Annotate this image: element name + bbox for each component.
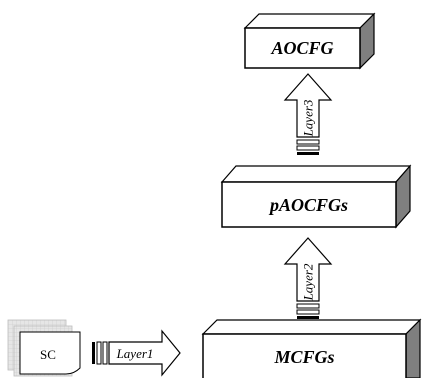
arrow-layer3: Layer3: [283, 73, 333, 155]
document-sc-front-page: [19, 331, 81, 375]
arrow-layer2-tail-stripe-3: [297, 316, 319, 319]
arrow-layer1: Layer1: [92, 329, 181, 377]
box-aocfg-top-face: [243, 13, 376, 29]
arrow-layer2-tail-stripe-2: [296, 309, 320, 315]
arrow-layer3-body: [283, 73, 333, 138]
document-sc-label: SC: [40, 347, 56, 362]
arrow-layer3-tail-stripe-3: [297, 152, 319, 155]
arrow-layer2-tail-stripe-1: [296, 303, 320, 309]
arrow-layer1-tail-stripe-1: [92, 342, 95, 364]
arrow-layer2: Layer2: [283, 237, 333, 319]
box-aocfg-front-face: [244, 27, 361, 69]
box-aocfg-label: AOCFG: [270, 38, 333, 58]
box-mcfgs-label: MCFGs: [273, 347, 334, 367]
box-mcfgs-top-face: [201, 319, 422, 335]
box-paocfgs: pAOCFGs: [220, 164, 412, 229]
arrow-layer3-label: Layer3: [301, 99, 316, 137]
box-paocfgs-top-face: [220, 165, 412, 183]
box-aocfg: AOCFG: [243, 12, 376, 70]
arrow-layer1-body: [108, 329, 181, 377]
arrow-layer1-tail-stripe-2: [96, 341, 102, 365]
box-mcfgs: MCFGs: [201, 318, 422, 378]
box-paocfgs-front-face: [221, 181, 397, 228]
arrow-layer2-label: Layer2: [301, 263, 316, 301]
arrow-layer3-tail-stripe-1: [296, 139, 320, 145]
arrow-layer3-tail-stripe-2: [296, 145, 320, 151]
box-mcfgs-front-face: [202, 333, 407, 378]
box-paocfgs-label: pAOCFGs: [268, 195, 348, 215]
arrow-layer1-label: Layer1: [116, 346, 154, 361]
arrow-layer1-tail-stripe-3: [102, 341, 108, 365]
arrow-layer2-body: [283, 237, 333, 302]
document-sc: SC: [7, 319, 81, 377]
